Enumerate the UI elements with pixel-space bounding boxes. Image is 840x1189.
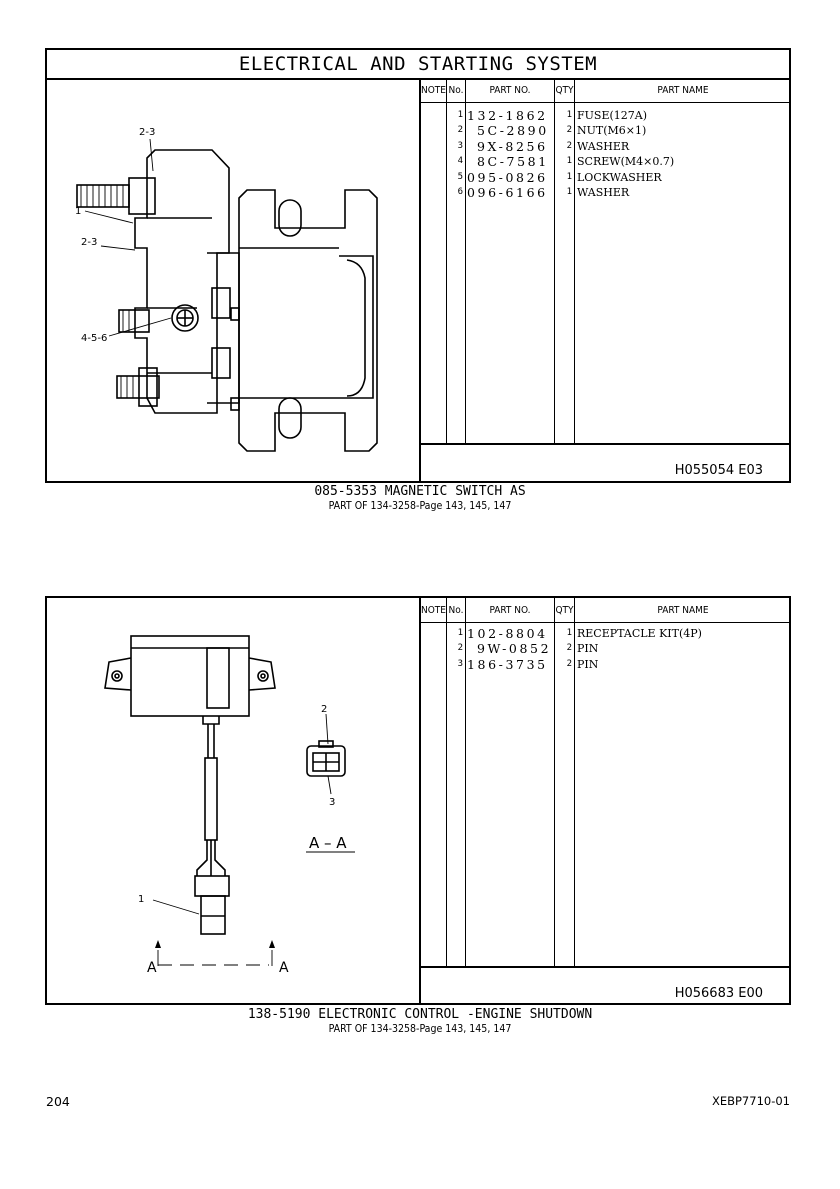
- callout-3: 3: [329, 797, 335, 808]
- section-marker-right: A: [279, 960, 289, 976]
- caption-magnetic-switch: 085-5353 MAGNETIC SWITCH AS PART OF 134-…: [0, 485, 840, 513]
- parts-row: 3 186-3735 2 PIN: [457, 656, 599, 672]
- caption-title: 085-5353 MAGNETIC SWITCH AS: [314, 484, 526, 499]
- page-number: 204: [46, 1094, 70, 1109]
- parts-table-header: NOTE No. PART NO. QTY PART NAME: [421, 598, 789, 623]
- col-qty: QTY: [555, 84, 574, 96]
- parts-row: 4 8C-7581 1 SCREW(M4×0.7): [457, 154, 675, 170]
- parts-table-1: NOTE No. PART NO. QTY PART NAME 1 132-18…: [419, 78, 789, 481]
- parts-row: 1 102-8804 1 RECEPTACLE KIT(4P): [457, 626, 702, 641]
- electronic-control-drawing: 2 3 1 A – A A A: [104, 635, 355, 976]
- parts-row: 5 095-0826 1 LOCKWASHER: [457, 169, 662, 185]
- parts-row: 2 5C-2890 2 NUT(M6×1): [457, 123, 647, 139]
- callout-2-3-mid: 2-3: [81, 237, 97, 248]
- parts-row: 3 9X-8256 2 WASHER: [457, 138, 630, 154]
- callout-1: 1: [75, 206, 81, 217]
- col-part-name: PART NAME: [657, 84, 709, 96]
- section-label-a-a: A – A: [309, 834, 347, 852]
- parts-table-header: NOTE No. PART NO. QTY PART NAME: [421, 78, 789, 103]
- caption-electronic-control: 138-5190 ELECTRONIC CONTROL -ENGINE SHUT…: [0, 1008, 840, 1036]
- illustration-code: H056683 E00: [674, 986, 763, 1001]
- callout-1: 1: [138, 894, 144, 905]
- caption-title: 138-5190 ELECTRONIC CONTROL -ENGINE SHUT…: [247, 1007, 593, 1022]
- caption-subtitle: PART OF 134-3258-Page 143, 145, 147: [328, 1023, 512, 1035]
- parts-row: 6 096-6166 1 WASHER: [457, 185, 630, 200]
- callout-2: 2: [321, 704, 327, 715]
- callout-2-3-top: 2-3: [139, 127, 155, 138]
- parts-box-electronic-control: 2 3 1 A – A A A NOTE No. PART NO. QTY PA…: [45, 596, 791, 1005]
- parts-box-magnetic-switch: ELECTRICAL AND STARTING SYSTEM: [45, 48, 791, 483]
- caption-subtitle: PART OF 134-3258-Page 143, 145, 147: [328, 500, 512, 512]
- parts-row: 2 9W-0852 2 PIN: [457, 641, 599, 657]
- magnetic-switch-drawing: 2-3 1 2-3 4-5-6: [75, 127, 378, 452]
- col-no: No.: [448, 84, 464, 96]
- illustration-code: H055054 E03: [674, 463, 763, 478]
- col-part-no: PART NO.: [489, 604, 531, 616]
- section-title: ELECTRICAL AND STARTING SYSTEM: [47, 50, 789, 80]
- col-qty: QTY: [555, 604, 574, 616]
- callout-4-5-6: 4-5-6: [81, 333, 107, 344]
- parts-table-2: NOTE No. PART NO. QTY PART NAME 1 102-88…: [419, 598, 789, 1003]
- col-note: NOTE: [421, 84, 446, 96]
- document-code: XEBP7710-01: [711, 1094, 790, 1108]
- col-note: NOTE: [421, 604, 446, 616]
- col-no: No.: [448, 604, 464, 616]
- col-part-name: PART NAME: [657, 604, 709, 616]
- parts-row: 1 132-1862 1 FUSE(127A): [457, 108, 647, 123]
- section-marker-left: A: [147, 960, 157, 976]
- col-part-no: PART NO.: [489, 84, 531, 96]
